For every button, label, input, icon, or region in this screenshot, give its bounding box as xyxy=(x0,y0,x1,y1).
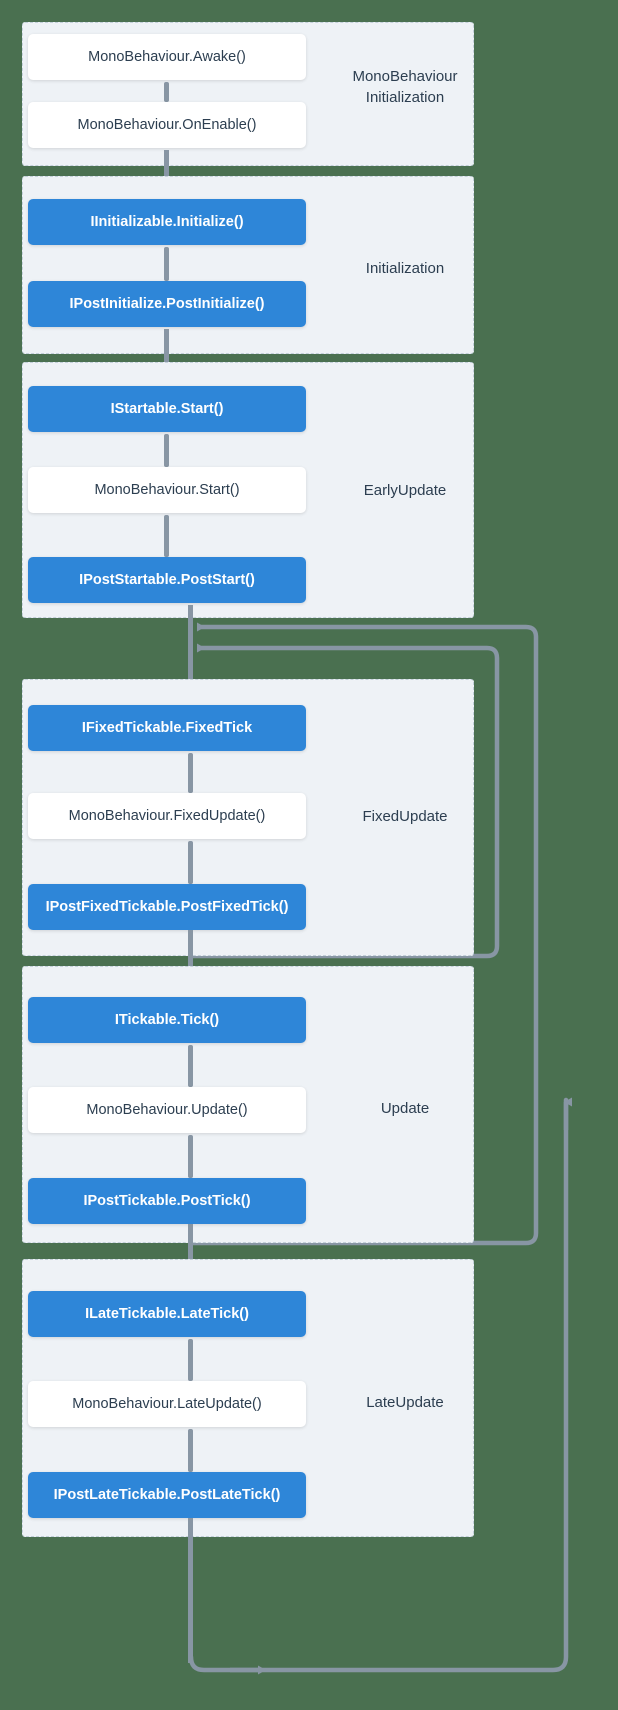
node-ipostfixedtickable-postfixedtick[interactable]: IPostFixedTickable.PostFixedTick() xyxy=(28,884,306,930)
node-ipostlatetickable-postlatetick[interactable]: IPostLateTickable.PostLateTick() xyxy=(28,1472,306,1518)
node-ilatetickable-latetick[interactable]: ILateTickable.LateTick() xyxy=(28,1291,306,1337)
node-ipostinitialize-postinitialize[interactable]: IPostInitialize.PostInitialize() xyxy=(28,281,306,327)
link-fixedtick-to-monobehaviour-fixedupdate xyxy=(188,753,193,793)
node-monobehaviour-update[interactable]: MonoBehaviour.Update() xyxy=(28,1087,306,1133)
node-monobehaviour-onenable[interactable]: MonoBehaviour.OnEnable() xyxy=(28,102,306,148)
node-monobehaviour-fixedupdate[interactable]: MonoBehaviour.FixedUpdate() xyxy=(28,793,306,839)
link-latetick-to-monobehaviour-lateupdate xyxy=(188,1339,193,1381)
link-monobehaviour-lateupdate-to-postlatetick xyxy=(188,1429,193,1472)
node-itickable-tick[interactable]: ITickable.Tick() xyxy=(28,997,306,1043)
node-monobehaviour-lateupdate[interactable]: MonoBehaviour.LateUpdate() xyxy=(28,1381,306,1427)
section-label-late-update: LateUpdate xyxy=(366,1394,444,1411)
node-ipoststartable-poststart[interactable]: IPostStartable.PostStart() xyxy=(28,557,306,603)
section-label-initialization: Initialization xyxy=(365,260,445,277)
link-monobehaviour-start-to-poststart xyxy=(164,515,169,557)
node-iposttickable-posttick[interactable]: IPostTickable.PostTick() xyxy=(28,1178,306,1224)
section-label-update: Update xyxy=(380,1100,430,1117)
arrow-lateupdate-loop-stub xyxy=(188,1518,193,1663)
link-awake-to-onenable xyxy=(164,82,169,102)
node-istartable-start[interactable]: IStartable.Start() xyxy=(28,386,306,432)
node-monobehaviour-awake[interactable]: MonoBehaviour.Awake() xyxy=(28,34,306,80)
arrow-update-to-lateupdate xyxy=(188,1224,193,1266)
arrow-init-to-initialization xyxy=(164,150,169,184)
arrow-fixedupdate-to-update xyxy=(188,930,193,973)
link-tick-to-monobehaviour-update xyxy=(188,1045,193,1087)
section-label-monobehaviour-initialization: MonoBehaviour Initialization xyxy=(352,68,458,106)
link-monobehaviour-update-to-posttick xyxy=(188,1135,193,1178)
section-label-fixed-update: FixedUpdate xyxy=(362,808,448,825)
arrow-earlyupdate-to-fixedupdate xyxy=(188,605,193,685)
link-initialize-to-postinitialize xyxy=(164,247,169,281)
section-label-early-update: EarlyUpdate xyxy=(363,482,447,499)
node-ifixedtickable-fixedtick[interactable]: IFixedTickable.FixedTick xyxy=(28,705,306,751)
node-iinitializable-initialize[interactable]: IInitializable.Initialize() xyxy=(28,199,306,245)
arrow-initialization-to-earlyupdate xyxy=(164,329,169,367)
link-istartable-to-monobehaviour-start xyxy=(164,434,169,467)
node-monobehaviour-start[interactable]: MonoBehaviour.Start() xyxy=(28,467,306,513)
link-monobehaviour-fixedupdate-to-postfixedtick xyxy=(188,841,193,884)
